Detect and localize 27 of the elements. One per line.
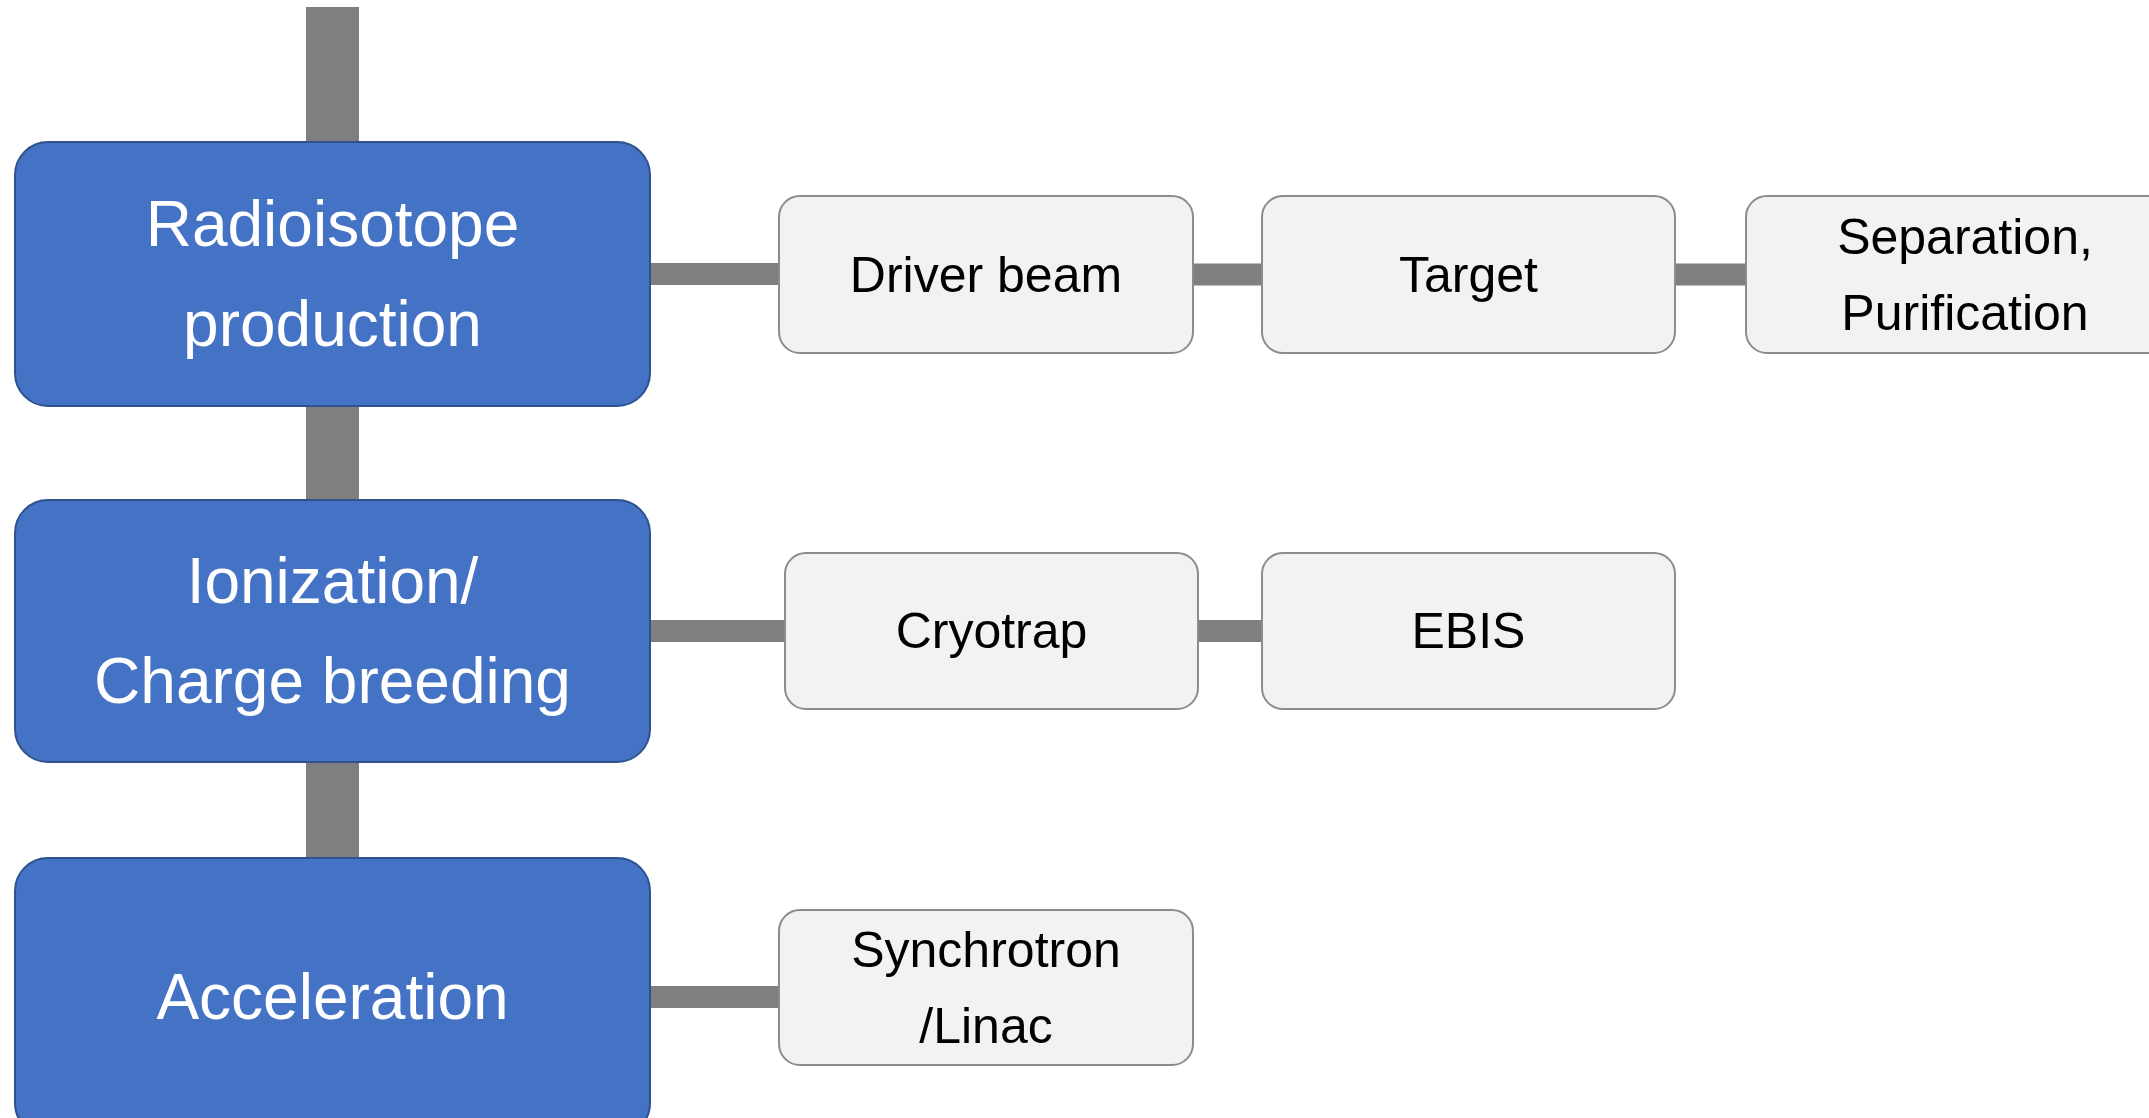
box-label: Separation, Purification (1836, 207, 2094, 343)
step-box (1261, 195, 1676, 354)
box-label: EBIS (1411, 602, 1526, 661)
box-label: Target (1399, 245, 1538, 305)
connector-line (651, 263, 778, 285)
step-box (778, 909, 1194, 1066)
stage-box (14, 857, 651, 1118)
connector-line (306, 407, 359, 499)
box-label: Acceleration (156, 960, 509, 1035)
connector-line (1199, 620, 1261, 642)
step-box (784, 552, 1199, 710)
connector-line (1194, 263, 1261, 286)
step-box (1261, 552, 1676, 710)
stage-box (14, 499, 651, 763)
connector-line (1676, 263, 1745, 286)
box-label: Ionization/ Charge breeding (93, 544, 572, 719)
step-box (1745, 195, 2149, 354)
step-box (778, 195, 1194, 354)
connector-line (651, 986, 778, 1008)
box-label: Driver beam (849, 245, 1123, 305)
connector-line (651, 620, 784, 642)
box-label: Synchrotron /Linac (850, 920, 1122, 1056)
connector-line (306, 763, 359, 857)
stage-box (14, 141, 651, 407)
box-label: Cryotrap (895, 602, 1088, 661)
box-label: Radioisotope production (144, 187, 521, 362)
connector-line (306, 7, 359, 141)
